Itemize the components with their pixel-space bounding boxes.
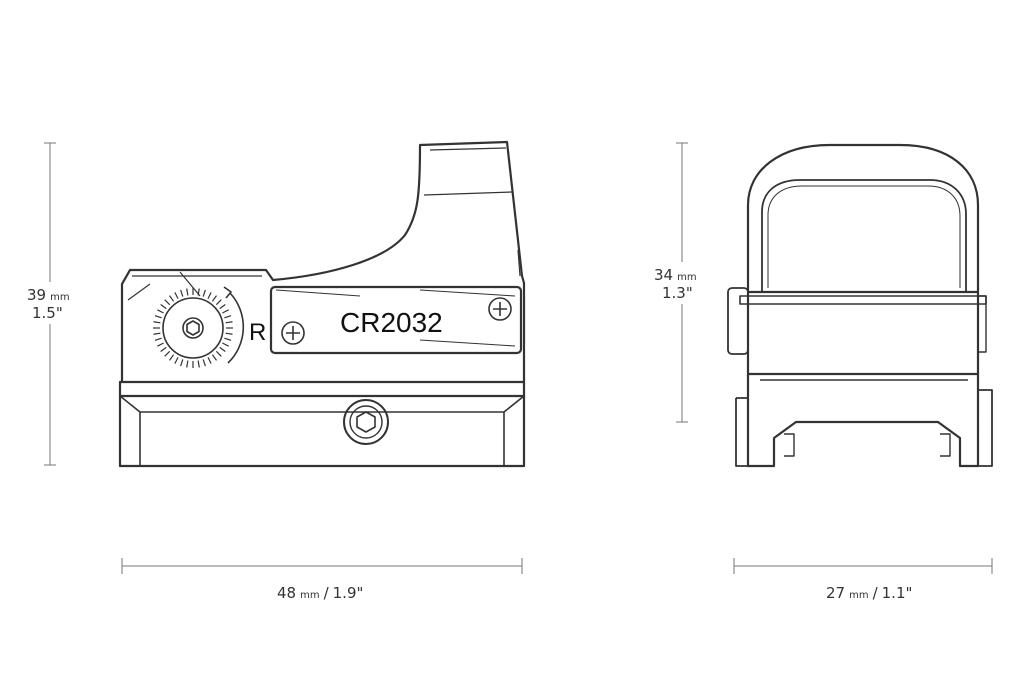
side-mount	[746, 374, 980, 468]
battery-plate	[269, 285, 523, 355]
dial-tick	[224, 315, 232, 319]
dial-tick	[157, 342, 164, 347]
side-knob	[727, 287, 749, 355]
dial-tick	[154, 337, 162, 341]
dial-letter: R	[249, 319, 266, 346]
mount-band	[118, 380, 526, 398]
hood-detail-lines	[423, 147, 521, 277]
dial-tick	[157, 309, 164, 314]
dial-tick	[197, 360, 200, 368]
dial-tick	[211, 295, 217, 302]
battery-plate-bevel	[275, 289, 516, 347]
dial-tick	[160, 304, 167, 310]
dial-tick	[197, 288, 200, 296]
dial-tick	[186, 288, 189, 296]
side-mount-clamp-right	[978, 389, 993, 467]
dial-tick	[180, 359, 184, 367]
dial-tick	[207, 292, 212, 299]
dial-tick	[211, 354, 217, 361]
brightness-dial	[153, 286, 245, 368]
battery-label: CR2032	[340, 307, 443, 338]
dial-arc-arrowhead	[223, 286, 232, 299]
dial-tick	[219, 346, 226, 352]
dial-tick	[153, 332, 161, 335]
dial-tick	[164, 350, 171, 357]
dial-tick	[154, 315, 162, 319]
side-knob-right	[977, 295, 987, 353]
plate-screw-left	[281, 321, 305, 345]
side-hood-outer	[746, 143, 980, 292]
dial-tick	[225, 321, 233, 324]
base-rail	[118, 396, 526, 468]
front-housing-outline	[120, 140, 526, 382]
dial-tick	[224, 337, 232, 341]
dial-tick	[222, 342, 229, 347]
side-view	[727, 143, 993, 468]
top-edge-detail	[127, 271, 262, 301]
side-rail-notch	[760, 379, 968, 457]
side-hood-window-inner	[767, 185, 961, 288]
dial-tick	[164, 299, 171, 306]
dial-arc	[227, 292, 245, 364]
dial-tick	[160, 346, 167, 352]
dial-ticks	[153, 288, 233, 368]
side-hood-window	[761, 179, 967, 292]
side-height-inch: 1.3"	[662, 284, 693, 302]
front-view	[118, 140, 526, 468]
front-height-inch: 1.5"	[32, 304, 63, 322]
dial-tick	[169, 354, 175, 361]
plate-screw-right	[488, 297, 512, 321]
side-mount-clamp-left	[735, 397, 748, 467]
dial-tick	[174, 357, 179, 364]
dial-tick	[225, 332, 233, 335]
dial-tick	[202, 289, 206, 297]
dial-tick	[207, 357, 212, 364]
base-rail-bevel	[119, 395, 525, 466]
dial-tick	[202, 359, 206, 367]
mount-hex-screw	[343, 399, 389, 445]
dial-tick	[215, 350, 222, 357]
dial-tick	[222, 309, 229, 314]
side-body-lip	[739, 295, 987, 305]
dial-tick	[153, 321, 161, 324]
dial-tick	[174, 292, 179, 299]
dial-tick	[215, 299, 222, 306]
dial-tick	[180, 289, 184, 297]
dial-hex-screw	[182, 317, 204, 339]
dimension-lines	[44, 142, 993, 574]
dial-tick	[169, 295, 175, 302]
dial-tick	[186, 360, 189, 368]
dial-tick	[219, 304, 226, 310]
